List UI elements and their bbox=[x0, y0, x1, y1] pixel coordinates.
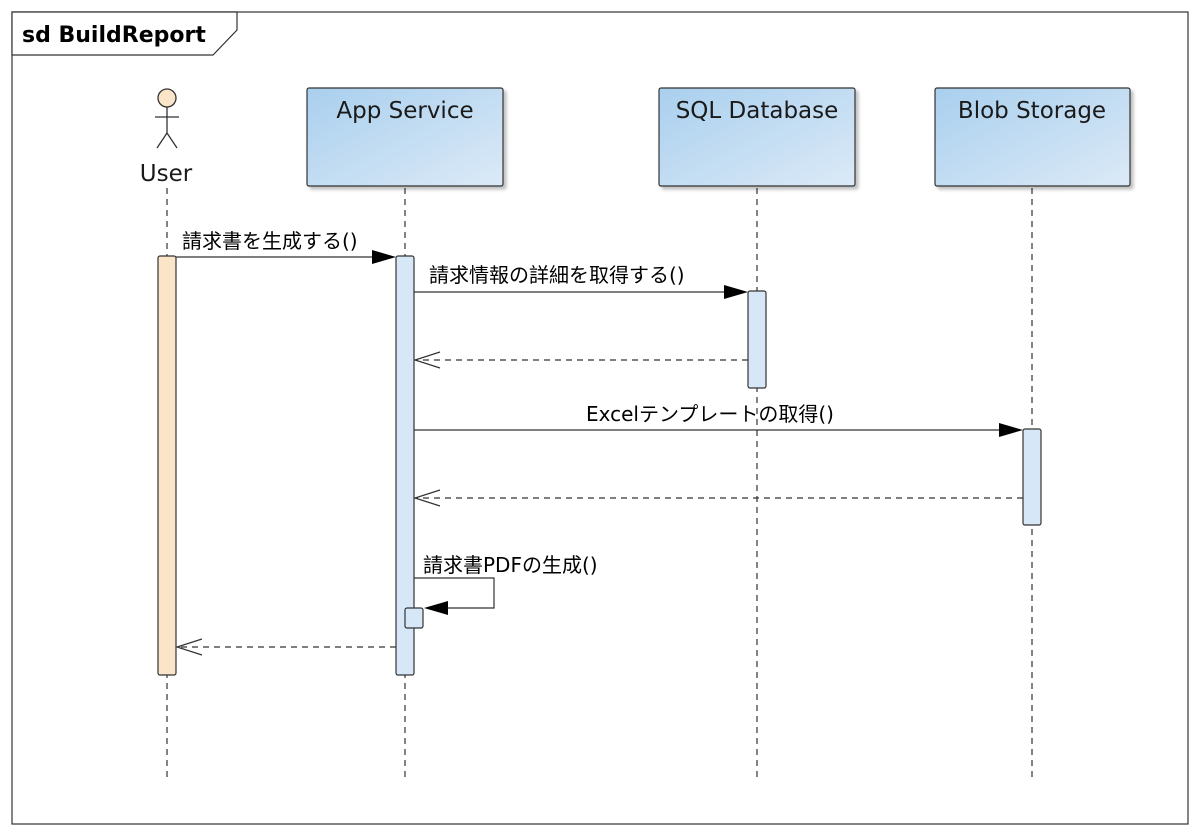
sql-database-header bbox=[658, 87, 856, 187]
message-generate-invoice-label: 請求書を生成する() bbox=[182, 229, 358, 253]
reply-sql-to-app bbox=[413, 351, 748, 369]
message-get-excel-template bbox=[414, 423, 1023, 437]
frame-title: sd BuildReport bbox=[22, 23, 206, 48]
app-service-self-activation-bar bbox=[404, 607, 424, 629]
reply-blob-to-app bbox=[413, 489, 1023, 507]
message-generate-invoice bbox=[176, 250, 396, 264]
user-label: User bbox=[140, 161, 193, 187]
message-get-billing-details-label: 請求情報の詳細を取得する() bbox=[429, 263, 685, 287]
message-generate-invoice-pdf-label: 請求書PDFの生成() bbox=[423, 553, 598, 577]
user-actor-icon bbox=[155, 88, 179, 149]
message-get-billing-details bbox=[414, 285, 748, 299]
sql-database-label: SQL Database bbox=[676, 98, 839, 124]
blob-storage-activation-bar bbox=[1022, 428, 1042, 526]
message-generate-invoice-pdf bbox=[414, 577, 495, 615]
app-service-activation-bar bbox=[395, 255, 415, 676]
message-get-excel-template-label: Excelテンプレートの取得() bbox=[586, 402, 834, 426]
blob-storage-header bbox=[934, 87, 1131, 187]
user-activation-bar bbox=[157, 255, 177, 676]
reply-app-to-user bbox=[175, 638, 396, 656]
app-service-header bbox=[306, 87, 504, 187]
blob-storage-label: Blob Storage bbox=[958, 98, 1106, 124]
app-service-label: App Service bbox=[336, 98, 473, 124]
frame-name-tab bbox=[11, 11, 238, 56]
sql-database-activation-bar bbox=[747, 290, 767, 389]
